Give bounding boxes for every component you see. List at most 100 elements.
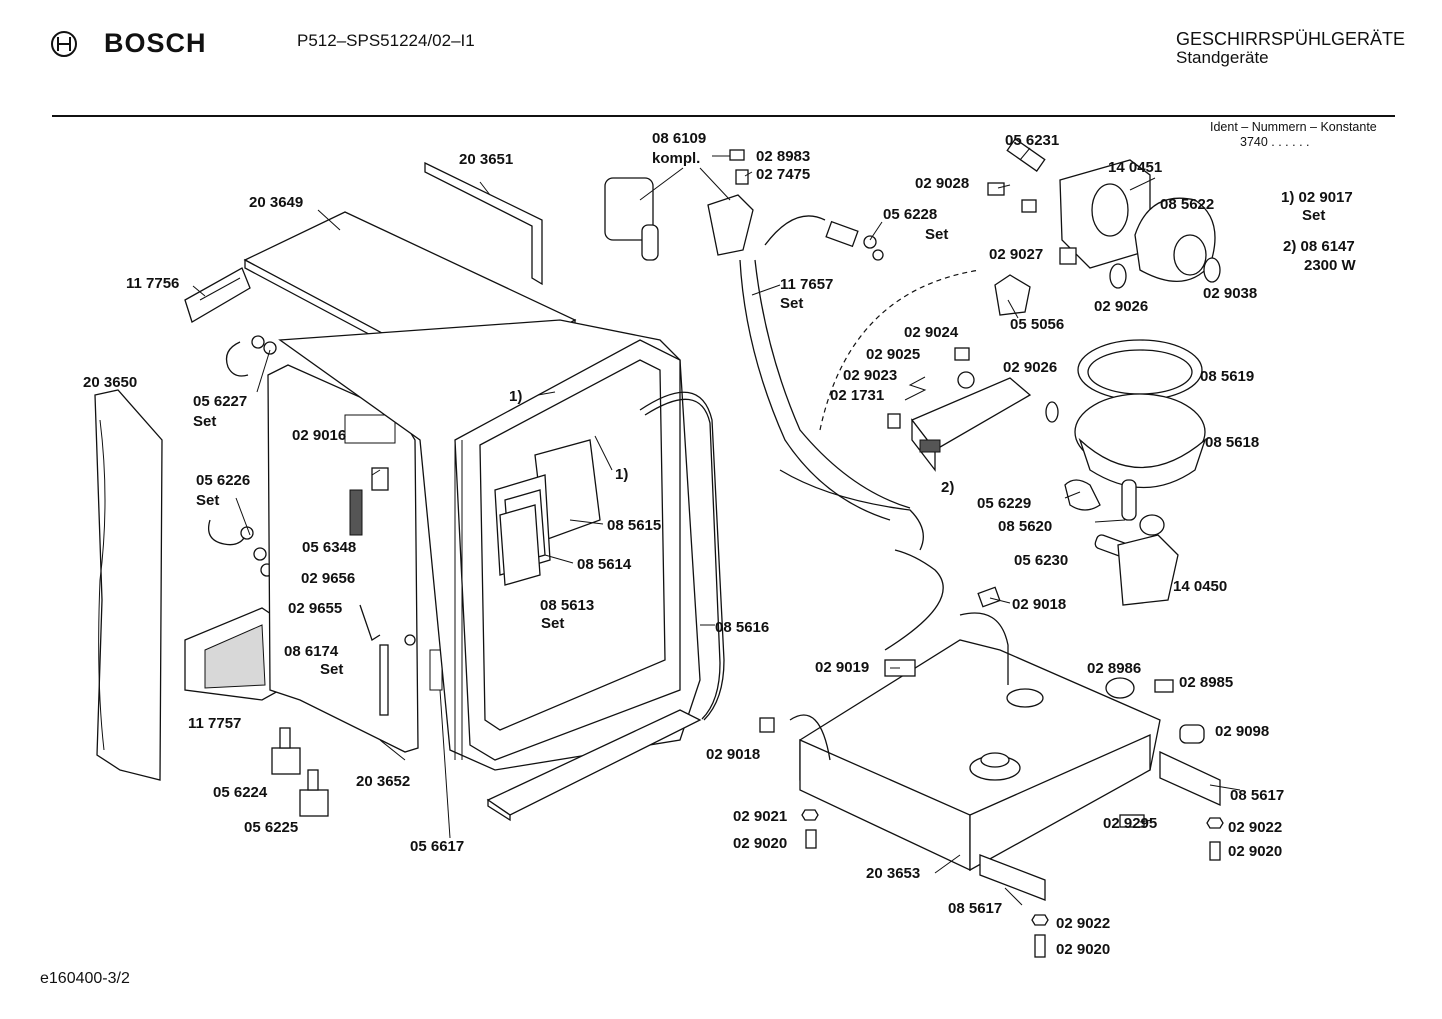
door-latch-parts <box>359 467 416 716</box>
label-029019: 02 9019 <box>815 659 869 676</box>
insulation-mat <box>184 607 281 701</box>
label-056226-set: Set <box>196 492 219 509</box>
cabinet-frame <box>278 319 701 771</box>
kick-plate <box>486 709 702 822</box>
label-085622: 08 5622 <box>1160 196 1214 213</box>
top-cover-rail <box>424 161 543 286</box>
label-085613: 08 5613 <box>540 597 594 614</box>
label-029018-b: 02 9018 <box>706 746 760 763</box>
door-seal <box>639 391 725 721</box>
label-117657-set: Set <box>780 295 803 312</box>
label-028986: 02 8986 <box>1087 660 1141 677</box>
label-086174-set: Set <box>320 661 343 678</box>
drain-hose <box>779 269 981 651</box>
label-029020-b: 02 9020 <box>1228 843 1282 860</box>
label-085616: 08 5616 <box>715 619 769 636</box>
hose-clamps-top <box>225 335 277 377</box>
label-085619: 08 5619 <box>1200 368 1254 385</box>
screws-and-nuts <box>801 809 1224 958</box>
sump-assembly <box>1064 339 1207 536</box>
label-056224: 05 6224 <box>213 784 268 801</box>
label-029038: 02 9038 <box>1203 285 1257 302</box>
label-056230: 05 6230 <box>1014 552 1068 569</box>
drain-pump <box>1094 534 1179 606</box>
label-029028: 02 9028 <box>915 175 969 192</box>
label-056227-set: Set <box>193 413 216 430</box>
label-055056: 05 5056 <box>1010 316 1064 333</box>
note-2-power: 2300 W <box>1304 257 1357 274</box>
note-1: 1) 02 9017 <box>1281 189 1353 206</box>
label-056229: 05 6229 <box>977 495 1031 512</box>
label-056228-set: Set <box>925 226 948 243</box>
label-056231: 05 6231 <box>1005 132 1059 149</box>
label-029025: 02 9025 <box>866 346 920 363</box>
inlet-hose <box>739 215 911 521</box>
label-029098: 02 9098 <box>1215 723 1269 740</box>
label-056617: 05 6617 <box>410 838 464 855</box>
label-note-1-b: 1) <box>615 466 628 483</box>
pump-housing <box>994 197 1221 316</box>
circulation-pump-motor <box>987 138 1151 269</box>
water-inlet-valve <box>707 149 754 256</box>
label-029020-c: 02 9020 <box>1056 941 1110 958</box>
label-056348: 05 6348 <box>302 539 356 556</box>
hose-clamps-bottom <box>207 519 274 577</box>
label-085620: 08 5620 <box>998 518 1052 535</box>
note-2: 2) 08 6147 <box>1283 238 1355 255</box>
label-117756: 11 7756 <box>126 275 179 292</box>
label-028983: 02 8983 <box>756 148 810 165</box>
label-085618: 08 5618 <box>1205 434 1259 451</box>
bosch-logo-icon <box>51 31 77 57</box>
brand-name: BOSCH <box>104 28 207 58</box>
label-021731: 02 1731 <box>830 387 884 404</box>
label-117757: 11 7757 <box>188 715 241 732</box>
label-140450: 14 0450 <box>1173 578 1227 595</box>
label-203653: 20 3653 <box>866 865 920 882</box>
label-140451: 14 0451 <box>1108 159 1162 176</box>
label-086109: 08 6109 <box>652 130 706 147</box>
label-086109-kompl: kompl. <box>652 150 700 167</box>
base-tray <box>789 612 1161 872</box>
label-note-2: 2) <box>941 479 954 496</box>
label-085615: 08 5615 <box>607 517 661 534</box>
label-085617-a: 08 5617 <box>1230 787 1284 804</box>
label-056225: 05 6225 <box>244 819 298 836</box>
side-panel <box>94 389 163 781</box>
label-note-1-a: 1) <box>509 388 522 405</box>
label-029020-a: 02 9020 <box>733 835 787 852</box>
label-029655: 02 9655 <box>288 600 342 617</box>
label-056227: 05 6227 <box>193 393 247 410</box>
label-029023: 02 9023 <box>843 367 897 384</box>
ident-title: Ident – Nummern – Konstante <box>1210 120 1377 134</box>
subcategory-title: Standgeräte <box>1176 48 1269 67</box>
inlet-adapter <box>825 220 884 261</box>
label-203649: 20 3649 <box>249 194 303 211</box>
label-085613-set: Set <box>541 615 564 632</box>
label-027475: 02 7475 <box>756 166 810 183</box>
label-056226: 05 6226 <box>196 472 250 489</box>
label-029027: 02 9027 <box>989 246 1043 263</box>
label-029022-b: 02 9022 <box>1056 915 1110 932</box>
label-117657: 11 7657 <box>780 276 833 293</box>
pressure-switches <box>271 727 329 817</box>
label-029295: 02 9295 <box>1103 815 1157 832</box>
leader-lines <box>192 147 1241 906</box>
label-028985: 02 8985 <box>1179 674 1233 691</box>
label-029016: 02 9016 <box>292 427 346 444</box>
ident-value: 3740 . . . . . . <box>1240 135 1310 149</box>
header-divider <box>52 115 1395 117</box>
model-number: P512–SPS51224/02–I1 <box>297 31 475 50</box>
detergent-dispenser <box>604 177 659 261</box>
label-086174: 08 6174 <box>284 643 339 660</box>
label-203652: 20 3652 <box>356 773 410 790</box>
part-labels: 20 3651 20 3649 11 7756 20 3650 05 6227 … <box>83 130 1357 958</box>
note-1-set: Set <box>1302 207 1325 224</box>
hinge-bracket <box>184 267 251 323</box>
filter-frames <box>494 439 601 586</box>
label-203651: 20 3651 <box>459 151 513 168</box>
label-085617-b: 08 5617 <box>948 900 1002 917</box>
label-203650: 20 3650 <box>83 374 137 391</box>
page-code: e160400-3/2 <box>40 970 130 987</box>
heater-element <box>887 347 1059 472</box>
